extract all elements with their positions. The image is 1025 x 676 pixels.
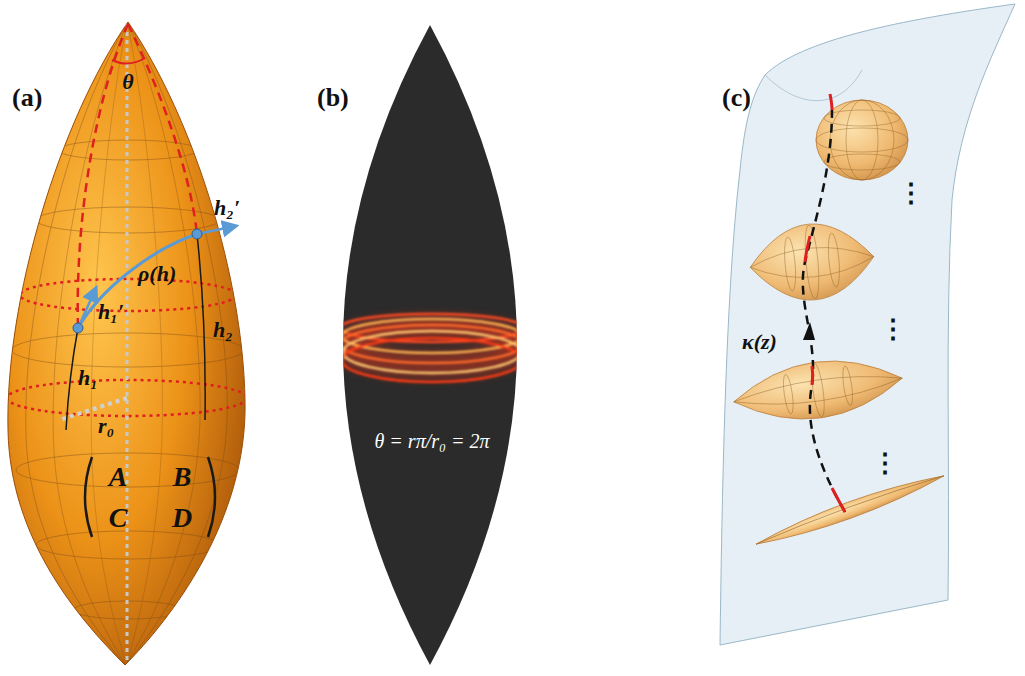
equation-label: θ = rπ/r₀ = 2π [375, 430, 490, 452]
ellipsis-mark: ⋮ [872, 450, 898, 479]
evolution-sheet [720, 4, 1015, 645]
ellipsis-mark: ⋮ [898, 180, 924, 209]
spindle-surface [7, 22, 247, 665]
spindle-wide [730, 350, 906, 429]
matrix-entry: C [109, 503, 128, 534]
height-label: h₁ [78, 366, 98, 390]
spindle-thin [753, 468, 946, 551]
derivative-label: h₂′ [214, 196, 240, 220]
lens-field [340, 25, 524, 665]
angle-label: θ [122, 70, 133, 94]
matrix-entry: A [109, 462, 128, 493]
height-label: h₂ [213, 318, 233, 342]
panel-label: (c) [722, 84, 751, 113]
matrix-entry: B [173, 462, 192, 493]
arc-label: ρ(h) [138, 262, 176, 286]
radius-label: r₀ [98, 414, 114, 438]
derivative-label: h₁′ [98, 300, 124, 324]
panel-label: (b) [317, 84, 349, 113]
matrix-entry: D [172, 503, 192, 534]
curvature-label: κ(z) [742, 330, 777, 354]
ellipsis-mark: ⋮ [880, 316, 906, 345]
panel-label: (a) [12, 84, 42, 113]
